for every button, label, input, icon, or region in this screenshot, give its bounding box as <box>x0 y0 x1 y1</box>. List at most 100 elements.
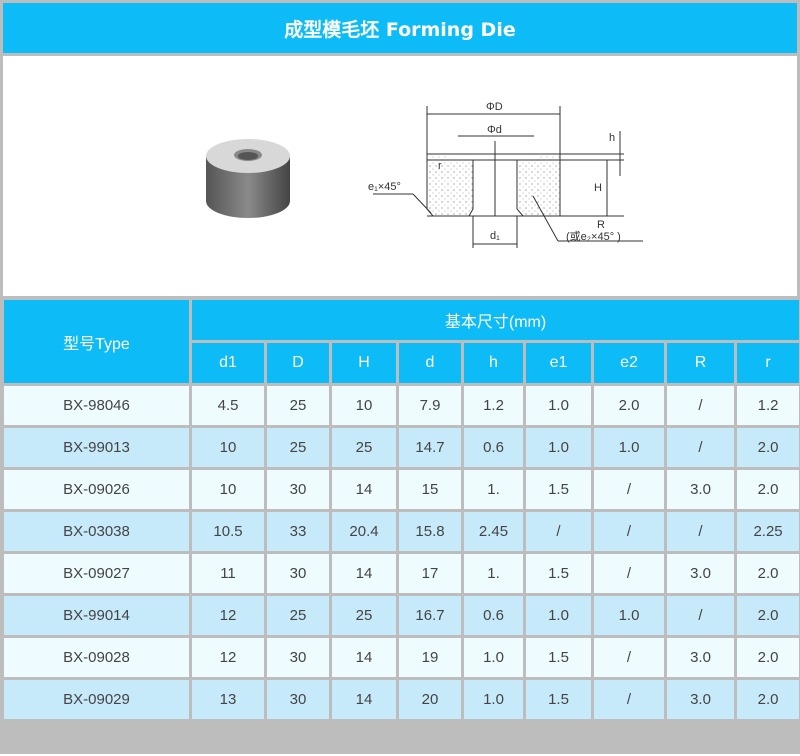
cell-D: 30 <box>264 635 332 680</box>
cell-h: 2.45 <box>461 509 526 554</box>
cell-e2: / <box>591 677 667 722</box>
label-inner-diameter: Φd <box>487 124 502 136</box>
cell-e1: 1.0 <box>523 593 594 638</box>
cell-d1: 12 <box>189 593 267 638</box>
cell-h: 1.0 <box>461 677 526 722</box>
cell-h: 0.6 <box>461 425 526 470</box>
cell-d: 7.9 <box>396 383 464 428</box>
cell-type: BX-09028 <box>1 635 192 680</box>
cell-D: 25 <box>264 425 332 470</box>
cell-h: 1.0 <box>461 635 526 680</box>
cell-R: 3.0 <box>664 551 737 596</box>
cell-D: 30 <box>264 467 332 512</box>
column-header-e1: e1 <box>523 340 594 386</box>
cell-e1: 1.5 <box>523 467 594 512</box>
cell-type: BX-99013 <box>1 425 192 470</box>
cell-d: 15 <box>396 467 464 512</box>
page-title: 成型模毛坯 Forming Die <box>3 3 797 53</box>
dimension-drawing <box>373 106 643 248</box>
label-R: R <box>597 219 605 231</box>
cell-r: 2.25 <box>733 509 800 554</box>
label-h: h <box>609 132 615 144</box>
cell-R: / <box>664 425 737 470</box>
cell-H: 14 <box>329 551 399 596</box>
label-r: r <box>438 160 442 172</box>
cell-e2: / <box>591 551 667 596</box>
cell-e2: / <box>591 467 667 512</box>
cell-e2: 2.0 <box>591 383 667 428</box>
cell-e1: 1.5 <box>523 635 594 680</box>
cell-e1: 1.0 <box>523 425 594 470</box>
cell-D: 25 <box>264 593 332 638</box>
cell-d: 20 <box>396 677 464 722</box>
cell-r: 1.2 <box>733 383 800 428</box>
cell-d1: 11 <box>189 551 267 596</box>
column-header-h: h <box>461 340 526 386</box>
cell-type: BX-98046 <box>1 383 192 428</box>
cell-d1: 10.5 <box>189 509 267 554</box>
column-header-r: r <box>733 340 800 386</box>
cell-D: 30 <box>264 677 332 722</box>
label-outer-diameter: ΦD <box>486 101 503 113</box>
cell-d1: 4.5 <box>189 383 267 428</box>
die-illustration: ΦD Φd h H r e₁×45° d₁ R (或e₂×45° ) <box>206 101 643 248</box>
cell-e2: 1.0 <box>591 425 667 470</box>
cell-R: 3.0 <box>664 467 737 512</box>
cell-type: BX-09027 <box>1 551 192 596</box>
cell-R: 3.0 <box>664 635 737 680</box>
cell-D: 30 <box>264 551 332 596</box>
cell-R: / <box>664 509 737 554</box>
cell-R: / <box>664 383 737 428</box>
cell-h: 1. <box>461 551 526 596</box>
label-H: H <box>594 182 602 194</box>
cell-H: 10 <box>329 383 399 428</box>
column-header-d1: d1 <box>189 340 267 386</box>
column-header-R: R <box>664 340 737 386</box>
column-header-D: D <box>264 340 332 386</box>
label-e1: e₁×45° <box>368 181 401 193</box>
cell-type: BX-09026 <box>1 467 192 512</box>
cell-H: 25 <box>329 593 399 638</box>
cell-e2: / <box>591 635 667 680</box>
cell-d: 14.7 <box>396 425 464 470</box>
cell-d: 19 <box>396 635 464 680</box>
cell-d1: 13 <box>189 677 267 722</box>
cell-e1: 1.5 <box>523 677 594 722</box>
label-e2: (或e₂×45° ) <box>566 230 621 243</box>
type-header: 型号Type <box>1 297 192 386</box>
cell-r: 2.0 <box>733 467 800 512</box>
cell-h: 1. <box>461 467 526 512</box>
cell-type: BX-09029 <box>1 677 192 722</box>
cell-H: 25 <box>329 425 399 470</box>
cell-r: 2.0 <box>733 425 800 470</box>
cell-e2: / <box>591 509 667 554</box>
cell-h: 1.2 <box>461 383 526 428</box>
cell-h: 0.6 <box>461 593 526 638</box>
cell-H: 14 <box>329 677 399 722</box>
cell-d1: 10 <box>189 425 267 470</box>
label-d1: d₁ <box>490 230 500 242</box>
cell-H: 14 <box>329 467 399 512</box>
cell-d: 16.7 <box>396 593 464 638</box>
cell-D: 25 <box>264 383 332 428</box>
column-header-d: d <box>396 340 464 386</box>
cell-e1: 1.5 <box>523 551 594 596</box>
cell-d: 17 <box>396 551 464 596</box>
cell-r: 2.0 <box>733 551 800 596</box>
cell-R: / <box>664 593 737 638</box>
cell-e2: 1.0 <box>591 593 667 638</box>
cell-R: 3.0 <box>664 677 737 722</box>
column-header-e2: e2 <box>591 340 667 386</box>
die-photo <box>206 139 290 218</box>
cell-d: 15.8 <box>396 509 464 554</box>
cell-d1: 10 <box>189 467 267 512</box>
cell-type: BX-99014 <box>1 593 192 638</box>
